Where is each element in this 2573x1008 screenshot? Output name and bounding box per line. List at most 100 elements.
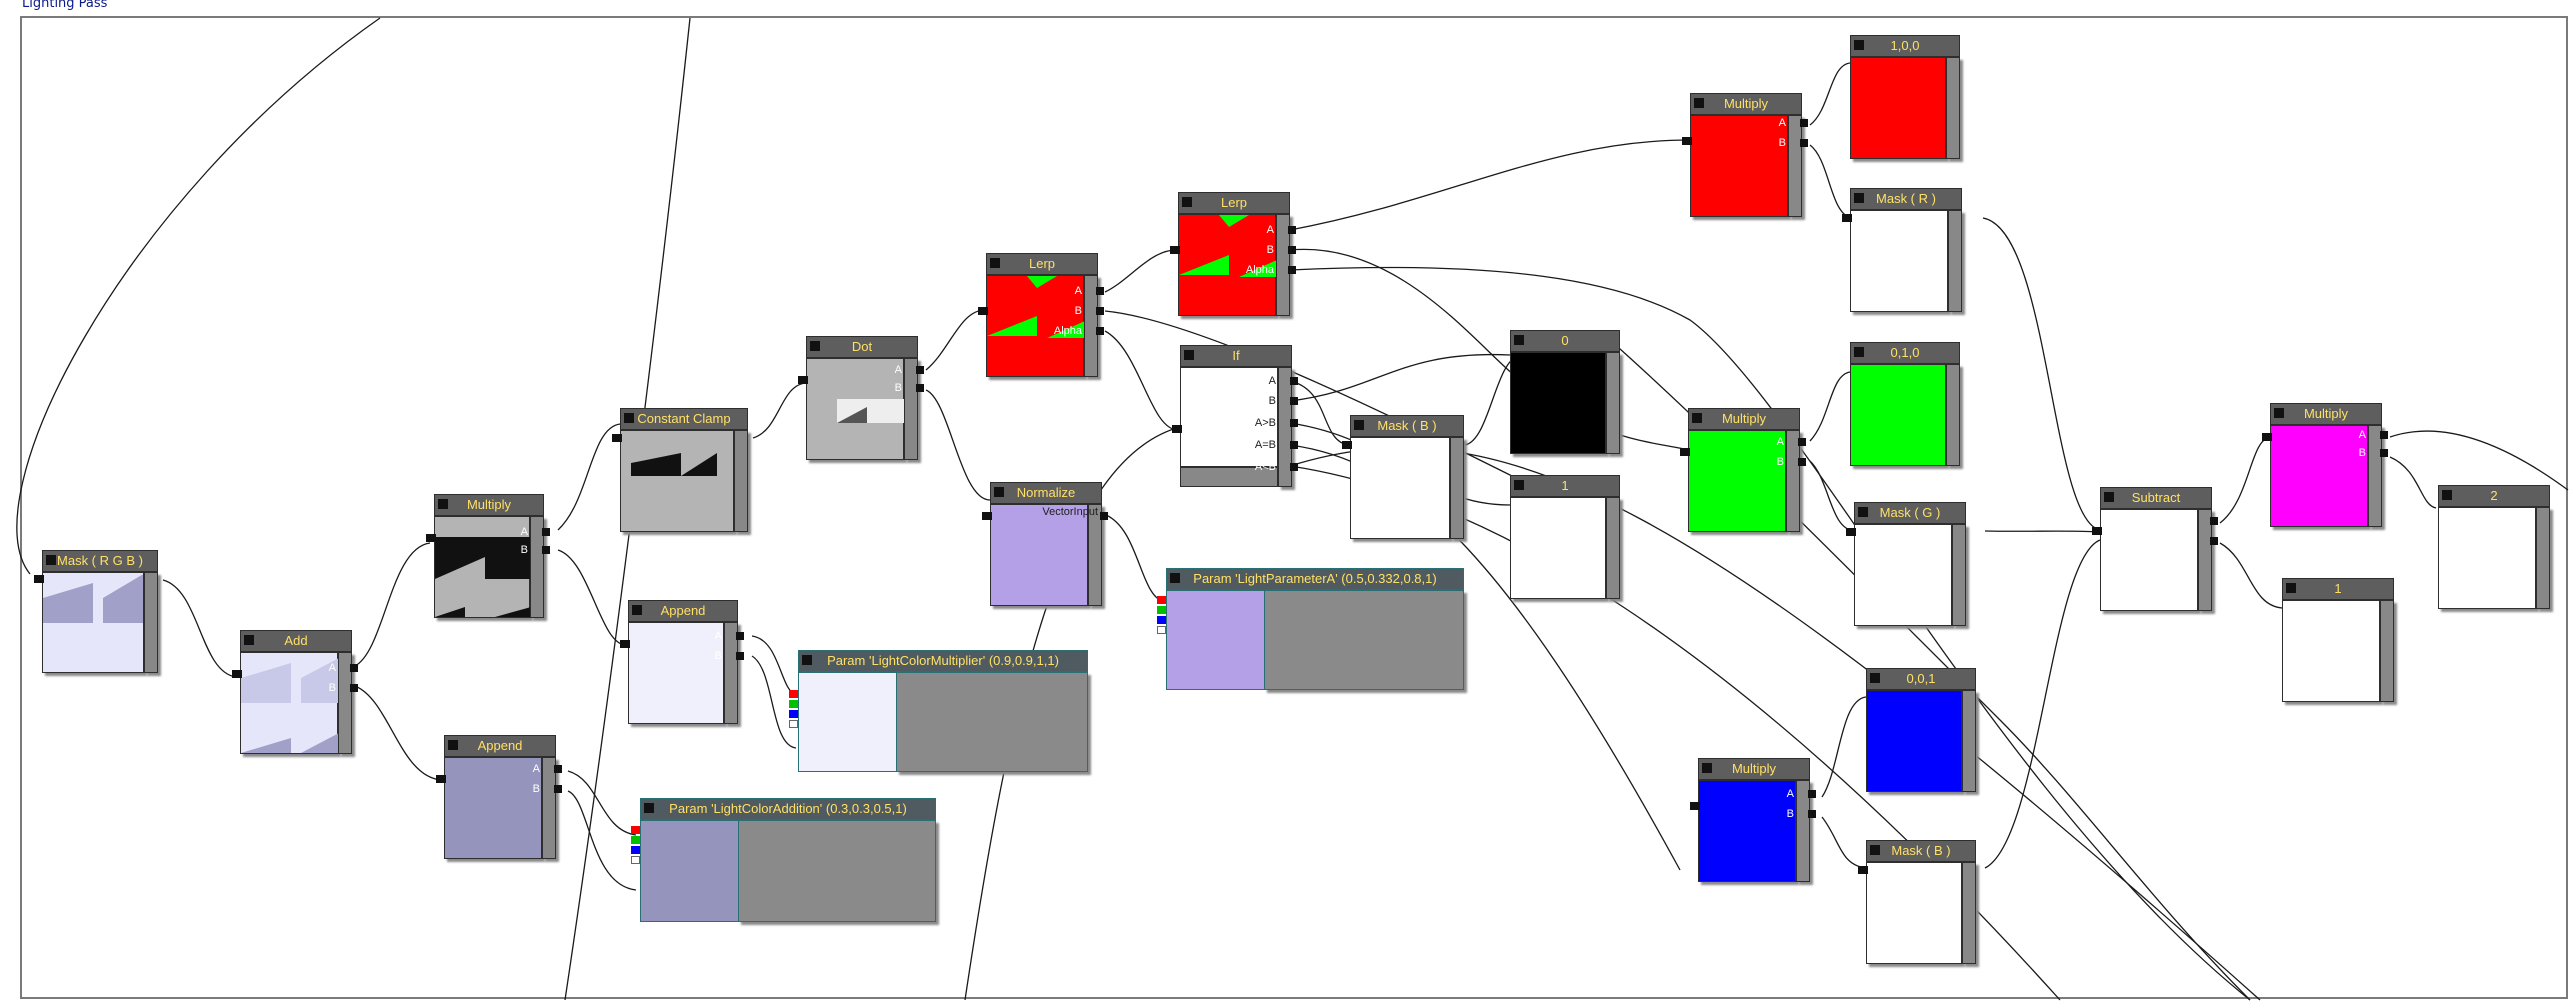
blue-channel-port[interactable] xyxy=(1157,616,1166,624)
node-header[interactable]: Append xyxy=(628,600,738,622)
node-header[interactable]: Multiply xyxy=(2270,403,2382,425)
node-header[interactable]: Dot xyxy=(806,336,918,358)
alpha-channel-port[interactable] xyxy=(1157,626,1166,634)
node-header[interactable]: Param 'LightParameterA' (0.5,0.332,0.8,1… xyxy=(1166,568,1464,590)
node-header[interactable]: Param 'LightColorAddition' (0.3,0.3,0.5,… xyxy=(640,798,936,820)
port-b[interactable] xyxy=(916,384,924,392)
port-vector-input[interactable] xyxy=(1100,512,1108,520)
node-header[interactable]: 0,0,1 xyxy=(1866,668,1976,690)
input-port[interactable] xyxy=(1846,528,1856,536)
node-one-const-a[interactable]: 1 xyxy=(1510,475,1620,599)
node-header[interactable]: Multiply xyxy=(1688,408,1800,430)
port-alpha[interactable] xyxy=(1096,327,1104,335)
node-header[interactable]: Multiply xyxy=(434,494,544,516)
input-port[interactable] xyxy=(1682,137,1692,145)
node-mask-b-small[interactable]: Mask ( B ) xyxy=(1342,415,1464,539)
node-collapse-handle[interactable] xyxy=(2442,490,2452,500)
green-channel-port[interactable] xyxy=(789,700,798,708)
port-a[interactable] xyxy=(2210,517,2218,525)
node-mask-r[interactable]: Mask ( R ) xyxy=(1842,188,1962,312)
node-normalize[interactable]: Normalize VectorInput xyxy=(982,482,1108,606)
port-b[interactable] xyxy=(542,546,550,554)
port-b[interactable] xyxy=(1288,246,1296,254)
port-a[interactable] xyxy=(916,366,924,374)
port-b[interactable] xyxy=(736,652,744,660)
node-collapse-handle[interactable] xyxy=(1694,98,1704,108)
node-collapse-handle[interactable] xyxy=(2286,583,2296,593)
node-collapse-handle[interactable] xyxy=(244,635,254,645)
node-multiply-red[interactable]: Multiply A B xyxy=(1682,93,1808,217)
input-port[interactable] xyxy=(1170,246,1180,254)
input-port[interactable] xyxy=(1690,802,1700,810)
port-a[interactable] xyxy=(2380,431,2388,439)
port-a[interactable] xyxy=(554,765,562,773)
input-port[interactable] xyxy=(436,775,446,783)
port-b[interactable] xyxy=(350,684,358,692)
node-header[interactable]: 2 xyxy=(2438,485,2550,507)
port-a[interactable] xyxy=(1798,438,1806,446)
green-channel-port[interactable] xyxy=(631,836,640,844)
node-collapse-handle[interactable] xyxy=(624,413,634,423)
node-header[interactable]: 0,1,0 xyxy=(1850,342,1960,364)
node-dot[interactable]: Dot A B xyxy=(798,336,924,460)
node-add[interactable]: Add A B xyxy=(232,630,358,754)
node-const-001[interactable]: 0,0,1 xyxy=(1866,668,1976,792)
input-port[interactable] xyxy=(2262,433,2272,441)
input-port[interactable] xyxy=(1680,448,1690,456)
node-collapse-handle[interactable] xyxy=(1354,420,1364,430)
node-multiply-green[interactable]: Multiply A B xyxy=(1680,408,1806,532)
node-collapse-handle[interactable] xyxy=(1692,413,1702,423)
port-a[interactable] xyxy=(736,632,744,640)
node-const-100[interactable]: 1,0,0 xyxy=(1850,35,1960,159)
node-collapse-handle[interactable] xyxy=(1854,40,1864,50)
input-port[interactable] xyxy=(1858,866,1868,874)
node-multiply-blue[interactable]: Multiply A B xyxy=(1690,758,1816,882)
node-header[interactable]: Mask ( G ) xyxy=(1854,502,1966,524)
node-header[interactable]: Mask ( B ) xyxy=(1350,415,1464,437)
port-b[interactable] xyxy=(554,785,562,793)
port-b[interactable] xyxy=(1800,139,1808,147)
node-multiply-magenta[interactable]: Multiply A B xyxy=(2262,403,2388,527)
node-collapse-handle[interactable] xyxy=(1702,763,1712,773)
node-multiply-1[interactable]: Multiply A B xyxy=(426,494,550,618)
port-a[interactable] xyxy=(350,664,358,672)
node-collapse-handle[interactable] xyxy=(1870,845,1880,855)
node-header[interactable]: Multiply xyxy=(1690,93,1802,115)
node-collapse-handle[interactable] xyxy=(990,258,1000,268)
node-header[interactable]: Mask ( R ) xyxy=(1850,188,1962,210)
port-a[interactable] xyxy=(542,528,550,536)
node-collapse-handle[interactable] xyxy=(632,605,642,615)
node-constant-clamp[interactable]: Constant Clamp xyxy=(612,408,748,532)
input-port[interactable] xyxy=(2092,527,2102,535)
node-if[interactable]: If A B A>B A=B A<B xyxy=(1172,345,1298,487)
alpha-channel-port[interactable] xyxy=(631,856,640,864)
node-collapse-handle[interactable] xyxy=(1184,350,1194,360)
node-collapse-handle[interactable] xyxy=(644,803,654,813)
node-collapse-handle[interactable] xyxy=(2274,408,2284,418)
input-port[interactable] xyxy=(798,376,808,384)
node-lerp-2[interactable]: Lerp A B Alpha xyxy=(1170,192,1296,316)
node-two-const[interactable]: 2 xyxy=(2438,485,2550,609)
node-collapse-handle[interactable] xyxy=(46,555,56,565)
port-a[interactable] xyxy=(1096,287,1104,295)
node-const-010[interactable]: 0,1,0 xyxy=(1850,342,1960,466)
node-param-light-color-multiplier[interactable]: Param 'LightColorMultiplier' (0.9,0.9,1,… xyxy=(789,650,1088,772)
node-collapse-handle[interactable] xyxy=(1182,197,1192,207)
node-header[interactable]: Lerp xyxy=(986,253,1098,275)
port-b[interactable] xyxy=(1096,307,1104,315)
node-header[interactable]: 1,0,0 xyxy=(1850,35,1960,57)
alpha-channel-port[interactable] xyxy=(789,720,798,728)
node-mask-b[interactable]: Mask ( B ) xyxy=(1858,840,1976,964)
input-port[interactable] xyxy=(620,640,630,648)
node-header[interactable]: Param 'LightColorMultiplier' (0.9,0.9,1,… xyxy=(798,650,1088,672)
port-b[interactable] xyxy=(1808,810,1816,818)
input-port[interactable] xyxy=(1172,425,1182,433)
port-b[interactable] xyxy=(2380,449,2388,457)
node-collapse-handle[interactable] xyxy=(1870,673,1880,683)
node-collapse-handle[interactable] xyxy=(1854,347,1864,357)
input-port[interactable] xyxy=(1342,441,1352,449)
port-a-lt-b[interactable] xyxy=(1290,463,1298,471)
node-subtract[interactable]: Subtract A B xyxy=(2092,487,2218,611)
port-alpha[interactable] xyxy=(1288,266,1296,274)
node-header[interactable]: Multiply xyxy=(1698,758,1810,780)
